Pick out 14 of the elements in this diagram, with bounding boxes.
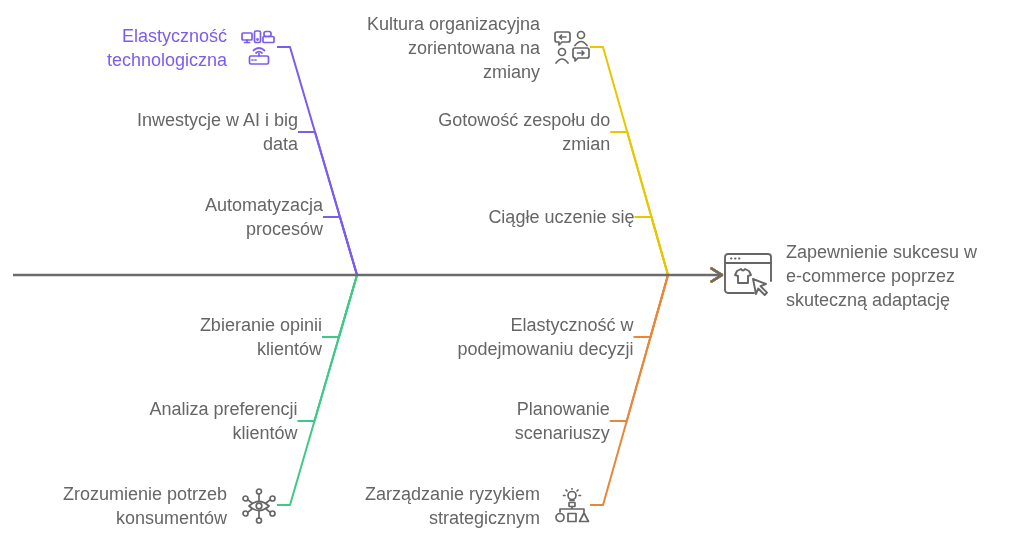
spine-arrow: [13, 267, 724, 283]
effect-text: Zapewnienie sukcesu w e-commerce poprzez skuteczną adaptację: [786, 241, 979, 312]
cause-text: Analiza preferencji klientów: [147, 397, 298, 445]
cause-text: Automatyzacja procesów: [202, 193, 323, 241]
cause-text: Inwestycje w AI i big data: [135, 108, 298, 156]
cause-text: Planowanie scenariuszy: [512, 397, 610, 445]
cause-text: Ciągłe uczenie się: [488, 205, 635, 229]
cause-text: Zbieranie opinii klientów: [197, 313, 322, 361]
cause-text: Elastyczność w podejmowaniu decyzji: [455, 313, 634, 361]
category-text: Zarządzanie ryzykiem strategicznym: [363, 483, 540, 530]
category-text: Zrozumienie potrzeb konsumentów: [61, 483, 227, 530]
cause-text: Gotowość zespołu do zmian: [436, 108, 611, 156]
category-text: Elastyczność technologiczna: [105, 25, 227, 72]
category-text: Kultura organizacyjna zorientowana na zmiany: [365, 13, 540, 84]
